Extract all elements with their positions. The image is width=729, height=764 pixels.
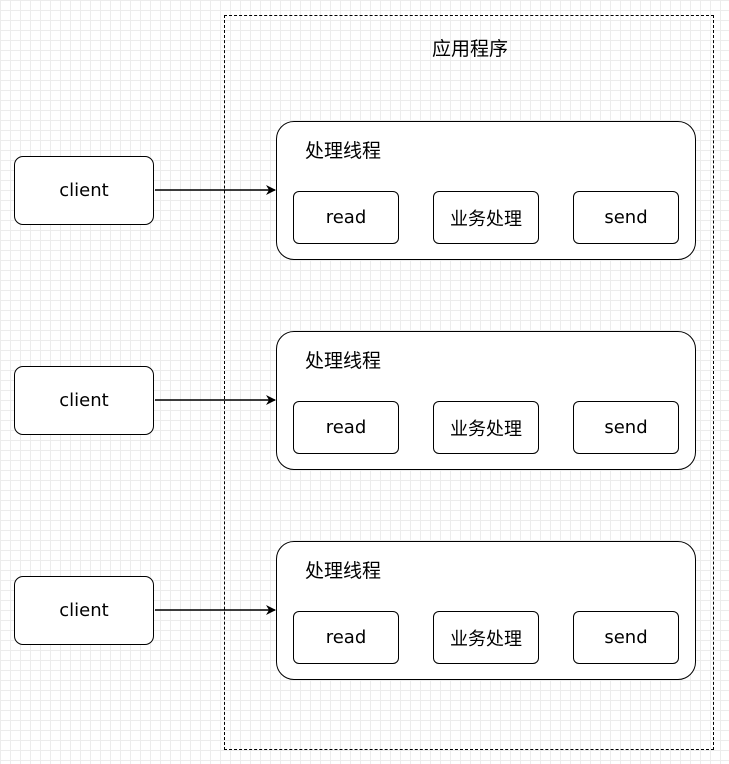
step-send: send — [573, 611, 679, 664]
thread-title: 处理线程 — [305, 560, 382, 582]
step-read: read — [293, 611, 399, 664]
step-send: send — [573, 191, 679, 244]
thread-title: 处理线程 — [305, 350, 382, 372]
step-read: read — [293, 401, 399, 454]
step-read: read — [293, 191, 399, 244]
step-business-processing: 业务处理 — [433, 611, 539, 664]
application-title: 应用程序 — [431, 38, 508, 60]
client-node-3: client — [14, 576, 154, 645]
step-business-processing: 业务处理 — [433, 401, 539, 454]
step-business-processing: 业务处理 — [433, 191, 539, 244]
client-node-1: client — [14, 156, 154, 225]
processing-thread-2: 处理线程 read 业务处理 send — [276, 331, 696, 470]
application-container: 应用程序 — [224, 15, 714, 750]
processing-thread-3: 处理线程 read 业务处理 send — [276, 541, 696, 680]
step-send: send — [573, 401, 679, 454]
thread-title: 处理线程 — [305, 140, 382, 162]
processing-thread-1: 处理线程 read 业务处理 send — [276, 121, 696, 260]
client-node-2: client — [14, 366, 154, 435]
